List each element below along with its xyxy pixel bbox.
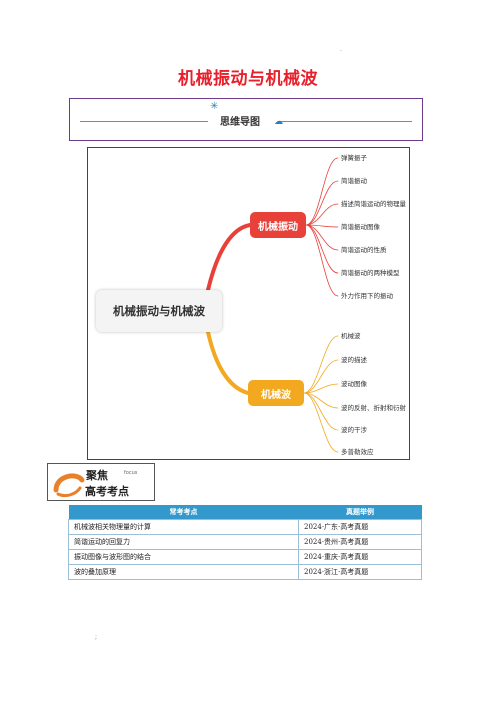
table-header-topic: 常考考点: [68, 505, 299, 520]
mindmap-connector: [303, 392, 339, 431]
table-row: 波的叠加原理 2024·浙江·高考真题: [68, 564, 422, 580]
mindmap-connector: [206, 330, 250, 395]
leaf-vibration-2: 简谐振动: [341, 177, 367, 185]
table-cell: 简谐运动的回复力: [68, 534, 299, 550]
branch-mechanical-wave: 机械波: [248, 380, 304, 406]
leaf-wave-6: 多普勒效应: [341, 448, 374, 456]
leaf-wave-2: 波的描述: [341, 356, 367, 364]
leaf-vibration-7: 外力作用下的振动: [341, 292, 393, 300]
page-title: 机械振动与机械波: [178, 69, 318, 89]
table-header-row: 常考考点 真题举例: [68, 505, 422, 520]
decor-dot: ;: [95, 634, 98, 641]
leaf-wave-1: 机械波: [341, 332, 361, 340]
mindmap-connector: [303, 383, 339, 394]
table-cell: 2024·贵州·高考真题: [298, 534, 422, 550]
table-cell: 2024·浙江·高考真题: [298, 564, 422, 580]
mindmap-connector: [305, 224, 339, 297]
mindmap-connector: [305, 224, 339, 228]
cloud-icon: ☁: [274, 117, 283, 127]
leaf-wave-5: 波的干涉: [341, 426, 367, 434]
branch-mechanical-vibration: 机械振动: [250, 212, 306, 238]
table-row: 机械波相关物理量的计算 2024·广东·高考真题: [68, 519, 422, 535]
table-cell: 振动图像与波形图的结合: [68, 549, 299, 565]
header-divider: [278, 121, 412, 122]
table-row: 简谐运动的回复力 2024·贵州·高考真题: [68, 534, 422, 550]
table-row: 振动图像与波形图的结合 2024·重庆·高考真题: [68, 549, 422, 565]
leaf-vibration-4: 简谐振动图像: [341, 223, 380, 231]
header-divider: [80, 121, 208, 122]
mindmap-connector: [303, 392, 339, 453]
table-cell: 2024·广东·高考真题: [298, 519, 422, 535]
focus-badge-en: focus: [124, 470, 138, 476]
mindmap-connector: [206, 223, 252, 292]
exam-topics-table: 常考考点 真题举例 机械波相关物理量的计算 2024·广东·高考真题 简谐运动的…: [68, 505, 422, 580]
mindmap-connector: [303, 359, 339, 394]
focus-badge: 聚焦 focus 高考考点: [47, 463, 155, 501]
leaf-wave-4: 波的反射、折射和衍射: [341, 404, 406, 412]
leaf-vibration-5: 简谐运动的性质: [341, 246, 387, 254]
table-cell: 波的叠加原理: [68, 564, 299, 580]
mindmap-connector: [305, 203, 339, 226]
leaf-wave-3: 波动图像: [341, 380, 367, 388]
focus-arrow-icon: [53, 473, 85, 498]
mindmap-connector: [303, 335, 339, 394]
mindmap-connectors: [206, 157, 339, 453]
table-cell: 2024·重庆·高考真题: [298, 549, 422, 565]
focus-badge-line1: 聚焦: [86, 469, 108, 482]
mindmap-connector: [305, 180, 339, 226]
leaf-vibration-3: 描述简谐运动的物理量: [341, 200, 406, 208]
leaf-vibration-6: 简谐振动的两种模型: [341, 269, 400, 277]
sparkle-icon: ✳: [210, 101, 219, 112]
mindmap-connector: [305, 224, 339, 251]
leaf-vibration-1: 弹簧振子: [341, 154, 367, 162]
decor-dot: .: [340, 46, 342, 53]
mindmap-header-box: ✳ 思维导图 ☁: [69, 98, 423, 141]
mindmap-root: 机械振动与机械波: [96, 290, 222, 332]
mindmap-connector: [305, 157, 339, 226]
mindmap: 机械振动与机械波 机械振动 机械波 弹簧振子 简谐振动 描述简谐运动的物理量 简…: [87, 147, 410, 460]
focus-badge-line2: 高考考点: [85, 485, 129, 498]
table-header-example: 真题举例: [298, 505, 422, 520]
mindmap-header-label: 思维导图: [220, 117, 260, 128]
table-cell: 机械波相关物理量的计算: [68, 519, 299, 535]
